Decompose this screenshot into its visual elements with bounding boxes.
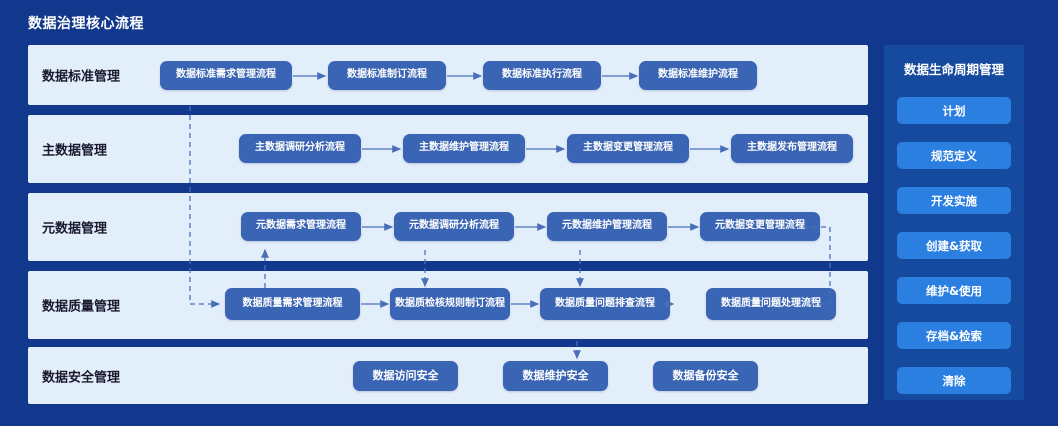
node-metadata-research[interactable]: 元数据调研分析流程 [394,212,514,241]
node-standard-execution[interactable]: 数据标准执行流程 [483,61,601,90]
node-maintenance-security[interactable]: 数据维护安全 [503,361,608,391]
node-master-publish[interactable]: 主数据发布管理流程 [731,134,853,163]
node-quality-requirement[interactable]: 数据质量需求管理流程 [225,288,360,320]
row-master-data: 主数据管理 主数据调研分析流程 主数据维护管理流程 主数据变更管理流程 主数据发… [28,115,868,183]
node-quality-issue-handling[interactable]: 数据质量问题处理流程 [706,288,836,320]
sidebar-item-define[interactable]: 规范定义 [897,142,1011,169]
row-metadata: 元数据管理 元数据需求管理流程 元数据调研分析流程 元数据维护管理流程 元数据变… [28,193,868,261]
row-label-data-quality: 数据质量管理 [42,299,121,315]
node-standard-requirement[interactable]: 数据标准需求管理流程 [160,61,292,90]
lifecycle-panel: 数据生命周期管理 计划 规范定义 开发实施 创建&获取 维护&使用 存档&检索 … [884,45,1024,400]
sidebar-item-create[interactable]: 创建&获取 [897,232,1011,259]
sidebar-title: 数据生命周期管理 [903,62,1004,77]
sidebar-item-purge[interactable]: 清除 [897,367,1011,394]
node-access-security[interactable]: 数据访问安全 [353,361,458,391]
row-data-quality: 数据质量管理 数据质量需求管理流程 数据质检核规则制订流程 数据质量问题排查流程… [28,271,868,339]
node-quality-issue-investigation[interactable]: 数据质量问题排查流程 [540,288,670,320]
row-data-security: 数据安全管理 数据访问安全 数据维护安全 数据备份安全 [28,347,868,404]
node-master-maintenance[interactable]: 主数据维护管理流程 [403,134,525,163]
node-standard-formulation[interactable]: 数据标准制订流程 [328,61,446,90]
sidebar-item-plan[interactable]: 计划 [897,97,1011,124]
lifecycle-sidebar: 数据生命周期管理 计划 规范定义 开发实施 创建&获取 维护&使用 存档&检索 … [884,0,1058,426]
solid-arrows [293,72,730,308]
row-label-data-security: 数据安全管理 [42,370,121,385]
node-backup-security[interactable]: 数据备份安全 [653,361,758,391]
row-label-data-standard: 数据标准管理 [42,69,121,85]
row-data-standard: 数据标准管理 数据标准需求管理流程 数据标准制订流程 数据标准执行流程 数据标准… [28,45,868,105]
node-metadata-requirement[interactable]: 元数据需求管理流程 [241,212,361,241]
node-metadata-maintenance[interactable]: 元数据维护管理流程 [547,212,667,241]
node-master-change[interactable]: 主数据变更管理流程 [567,134,689,163]
node-standard-maintenance[interactable]: 数据标准维护流程 [639,61,757,90]
sidebar-item-develop[interactable]: 开发实施 [897,187,1011,214]
node-metadata-change[interactable]: 元数据变更管理流程 [700,212,820,241]
row-label-master-data: 主数据管理 [42,143,108,159]
row-label-metadata: 元数据管理 [42,221,108,237]
sidebar-item-archive[interactable]: 存档&检索 [897,322,1011,349]
diagram-board: 数据治理核心流程 数据标准管理 数据标准需求管理流程 数据标准制订流程 数据标准… [0,0,884,426]
page-title: 数据治理核心流程 [28,16,144,32]
node-quality-rule-formulation[interactable]: 数据质检核规则制订流程 [390,288,510,320]
sidebar-item-maintain[interactable]: 维护&使用 [897,277,1011,304]
node-master-research[interactable]: 主数据调研分析流程 [239,134,361,163]
